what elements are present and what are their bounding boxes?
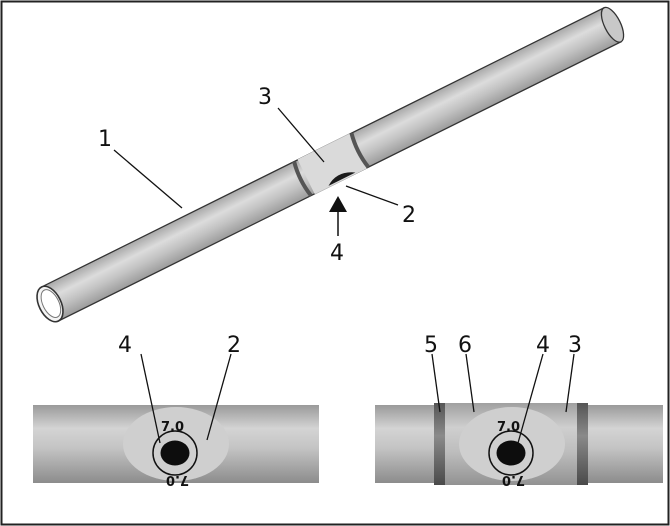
callout-1: 1 bbox=[98, 127, 112, 152]
detail-left: 7.0 7.0 bbox=[33, 405, 319, 487]
pipe-bore bbox=[40, 289, 62, 318]
orifice-hole bbox=[328, 172, 356, 186]
callout-right-3: 3 bbox=[568, 333, 582, 358]
main-pipe bbox=[36, 6, 625, 323]
detail-left-marking-bottom: 7.0 bbox=[166, 472, 189, 487]
detail-left-ring bbox=[152, 430, 198, 476]
callout-left-4: 4 bbox=[118, 333, 132, 358]
leader-right-6 bbox=[465, 353, 475, 413]
sleeve-groove-right bbox=[349, 132, 370, 169]
leader-right-5 bbox=[431, 353, 441, 413]
detail-right-hole bbox=[496, 440, 526, 466]
callout-2: 2 bbox=[402, 203, 416, 228]
callout-3: 3 bbox=[258, 85, 272, 110]
detail-left-hole bbox=[160, 440, 190, 466]
detail-right-marking-top: 7.0 bbox=[497, 420, 520, 435]
detail-right-ring bbox=[488, 430, 534, 476]
leader-left-4 bbox=[140, 353, 161, 444]
leader-right-3 bbox=[565, 353, 575, 413]
leader-2 bbox=[345, 185, 399, 206]
detail-right-band-right bbox=[577, 403, 588, 485]
arrow-4-head bbox=[329, 196, 347, 212]
callout-right-6: 6 bbox=[458, 333, 472, 358]
detail-right: 7.0 7.0 bbox=[375, 403, 663, 487]
leader-1 bbox=[113, 149, 183, 209]
callout-left-2: 2 bbox=[227, 333, 241, 358]
sleeve-groove-left bbox=[292, 161, 313, 197]
callout-right-5: 5 bbox=[424, 333, 438, 358]
pipe-end-cap bbox=[600, 6, 625, 43]
leader-3 bbox=[277, 107, 325, 163]
leader-right-4 bbox=[517, 353, 544, 444]
sleeve-band bbox=[297, 133, 367, 195]
leader-left-2 bbox=[206, 353, 232, 441]
detail-right-band-left bbox=[434, 403, 445, 485]
detail-right-marking-bottom: 7.0 bbox=[502, 472, 525, 487]
callout-4: 4 bbox=[330, 241, 344, 266]
detail-left-marking-top: 7.0 bbox=[161, 420, 184, 435]
callout-right-4: 4 bbox=[536, 333, 550, 358]
